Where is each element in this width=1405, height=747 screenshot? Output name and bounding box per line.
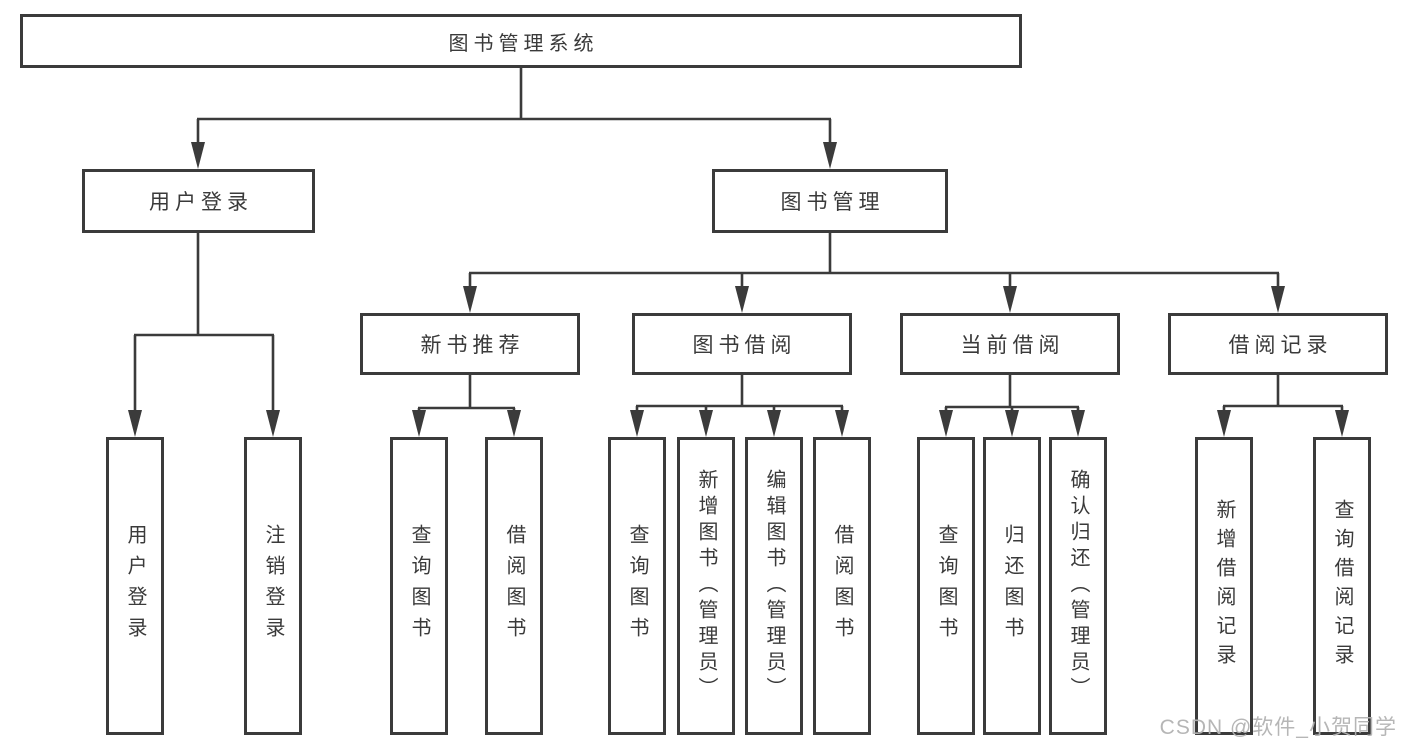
- node-label: 编辑图书（管理员）: [763, 469, 785, 703]
- leaf-query-borrow-record: 查询借阅记录: [1313, 437, 1371, 735]
- leaf-query-books-current: 查询图书: [917, 437, 975, 735]
- leaf-query-books-borrow: 查询图书: [608, 437, 666, 735]
- node-current-borrowing: 当前借阅: [900, 313, 1120, 375]
- leaf-logout: 注销登录: [244, 437, 302, 735]
- node-user-login: 用户登录: [82, 169, 315, 233]
- leaf-query-books-recommend: 查询图书: [390, 437, 448, 735]
- node-label: 图书借阅: [692, 334, 797, 357]
- node-label: 归还图书: [1001, 524, 1023, 648]
- node-label: 图书管理系统: [448, 32, 599, 55]
- leaf-borrow-books-borrow: 借阅图书: [813, 437, 871, 735]
- node-label: 图书管理: [780, 191, 885, 214]
- node-label: 新书推荐: [420, 334, 525, 357]
- leaf-borrow-books-recommend: 借阅图书: [485, 437, 543, 735]
- leaf-user-login: 用户登录: [106, 437, 164, 735]
- node-borrowing-records: 借阅记录: [1168, 313, 1388, 375]
- node-label: 查询图书: [408, 524, 430, 648]
- node-label: 当前借阅: [960, 334, 1065, 357]
- node-book-management: 图书管理: [712, 169, 948, 233]
- node-library-management-system: 图书管理系统: [20, 14, 1022, 68]
- node-label: 新增图书（管理员）: [695, 469, 717, 703]
- leaf-edit-books-admin: 编辑图书（管理员）: [745, 437, 803, 735]
- node-label: 用户登录: [149, 191, 253, 214]
- node-label: 用户登录: [124, 524, 146, 648]
- node-label: 确认归还（管理员）: [1067, 469, 1089, 703]
- node-label: 查询图书: [626, 524, 648, 648]
- node-label: 借阅图书: [831, 524, 853, 648]
- node-label: 查询图书: [935, 524, 957, 648]
- leaf-add-borrow-record: 新增借阅记录: [1195, 437, 1253, 735]
- node-label: 借阅记录: [1228, 334, 1333, 357]
- leaf-add-books-admin: 新增图书（管理员）: [677, 437, 735, 735]
- node-label: 查询借阅记录: [1331, 499, 1353, 673]
- node-label: 借阅图书: [503, 524, 525, 648]
- node-label: 新增借阅记录: [1213, 499, 1235, 673]
- node-book-borrowing: 图书借阅: [632, 313, 852, 375]
- leaf-confirm-return-admin: 确认归还（管理员）: [1049, 437, 1107, 735]
- arrowheads: [128, 142, 1349, 437]
- node-new-book-recommendation: 新书推荐: [360, 313, 580, 375]
- leaf-return-books: 归还图书: [983, 437, 1041, 735]
- watermark: CSDN @软件_小贺同学: [1159, 716, 1397, 739]
- node-label: 注销登录: [262, 524, 284, 648]
